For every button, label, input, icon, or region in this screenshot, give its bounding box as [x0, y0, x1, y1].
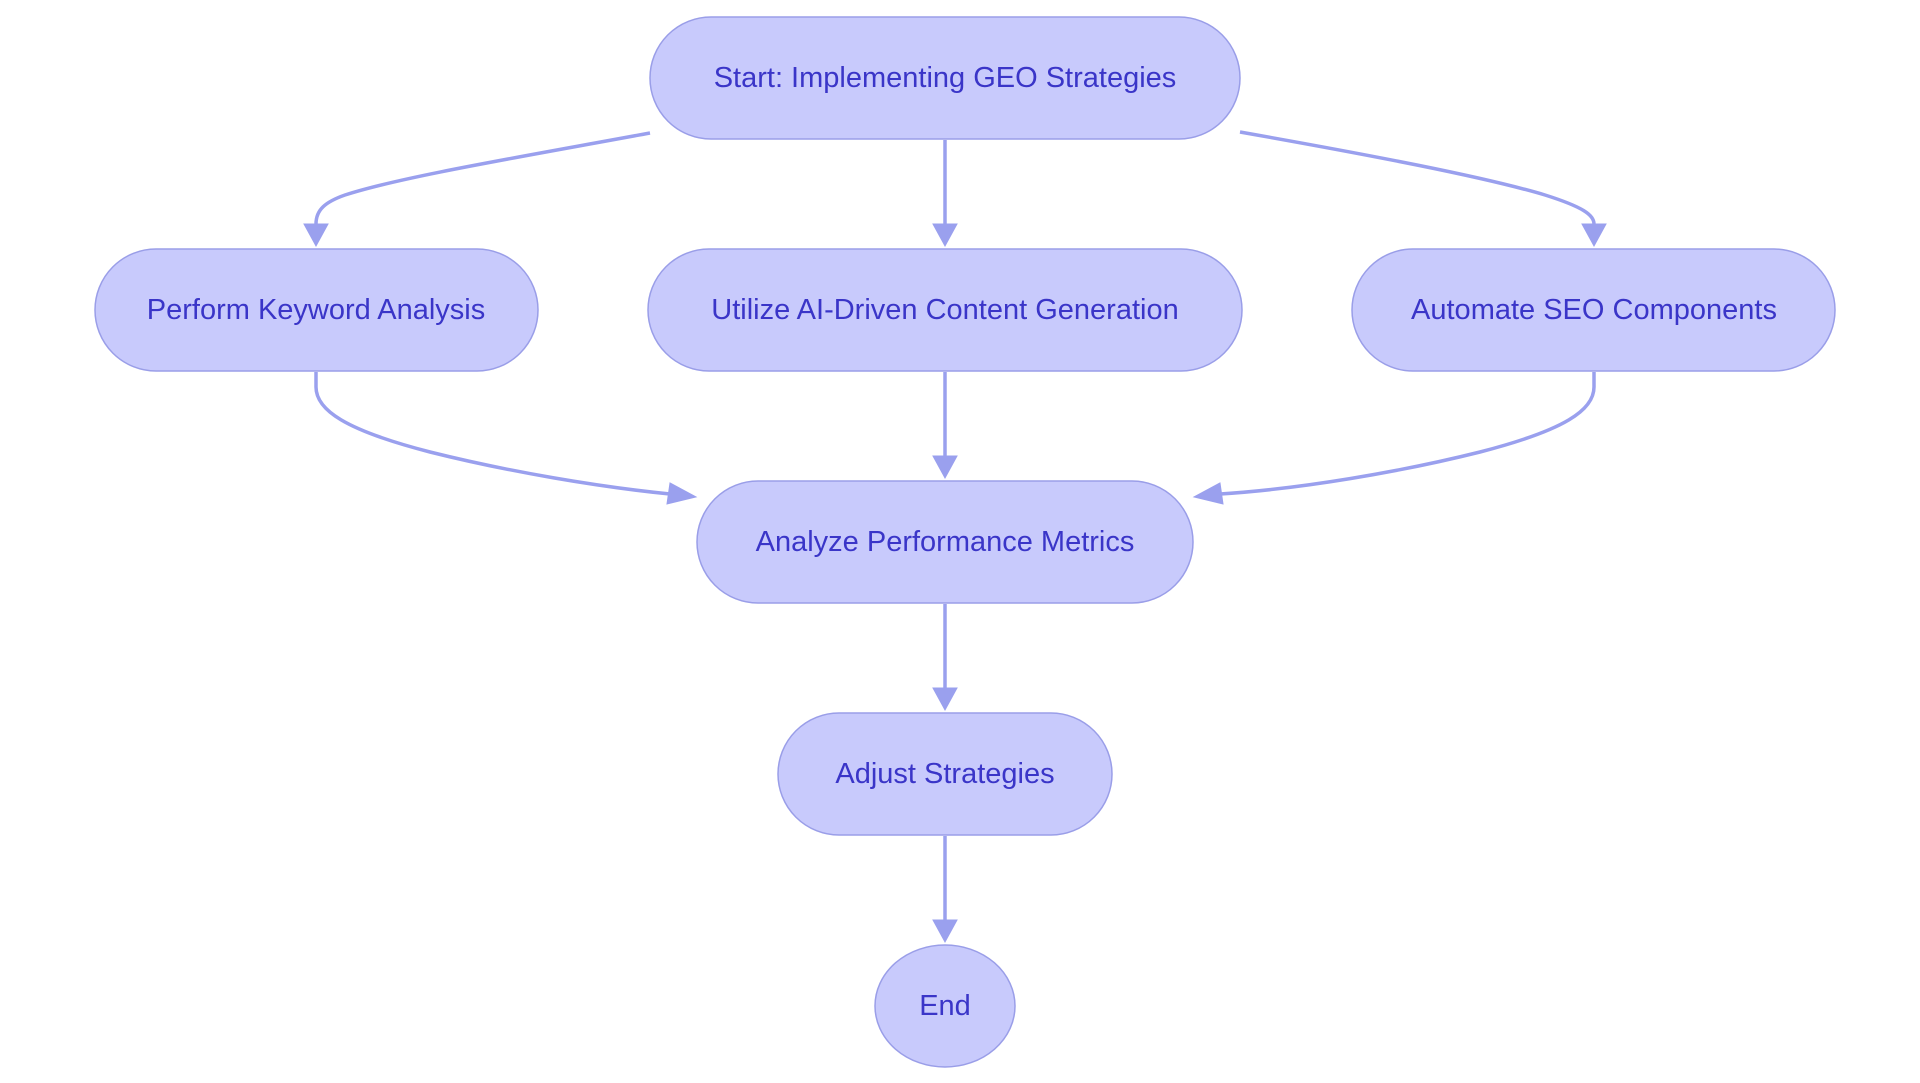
edges: [303, 130, 1607, 944]
node-analyze-metrics: Analyze Performance Metrics: [696, 480, 1194, 604]
arrowhead-automate-seo: [1581, 223, 1607, 248]
edge-start-to-keyword: [314, 131, 651, 225]
node-end-label: End: [919, 990, 971, 1022]
arrowhead-keyword: [303, 223, 329, 248]
arrowhead-ai-content: [932, 223, 958, 248]
node-ai-content-generation: Utilize AI-Driven Content Generation: [647, 248, 1243, 372]
node-analyze-metrics-label: Analyze Performance Metrics: [756, 526, 1135, 558]
node-ai-content-generation-label: Utilize AI-Driven Content Generation: [711, 294, 1178, 326]
node-keyword-analysis-shape: [94, 248, 539, 372]
node-start-shape: [649, 16, 1241, 140]
arrowhead-adjust: [932, 687, 958, 712]
node-ai-content-generation-shape: [647, 248, 1243, 372]
edge-keyword-to-analyze: [314, 372, 671, 496]
arrowhead-analyze-center: [932, 455, 958, 480]
node-start: Start: Implementing GEO Strategies: [649, 16, 1241, 140]
arrowhead-end: [932, 919, 958, 944]
node-adjust-strategies-label: Adjust Strategies: [835, 758, 1054, 790]
node-adjust-strategies: Adjust Strategies: [777, 712, 1113, 836]
nodes: Start: Implementing GEO Strategies Perfo…: [94, 16, 1836, 1068]
node-automate-seo-label: Automate SEO Components: [1411, 294, 1777, 326]
edge-start-to-automate-seo: [1239, 130, 1596, 225]
arrowhead-analyze-left: [666, 482, 698, 505]
node-end-shape: [874, 944, 1016, 1068]
node-automate-seo: Automate SEO Components: [1351, 248, 1836, 372]
node-automate-seo-shape: [1351, 248, 1836, 372]
node-adjust-strategies-shape: [777, 712, 1113, 836]
edge-automate-seo-to-analyze: [1219, 372, 1596, 496]
node-start-label: Start: Implementing GEO Strategies: [714, 62, 1177, 94]
node-analyze-metrics-shape: [696, 480, 1194, 604]
node-end: End: [874, 944, 1016, 1068]
node-keyword-analysis: Perform Keyword Analysis: [94, 248, 539, 372]
arrowhead-analyze-right: [1192, 482, 1224, 505]
node-keyword-analysis-label: Perform Keyword Analysis: [147, 294, 485, 326]
